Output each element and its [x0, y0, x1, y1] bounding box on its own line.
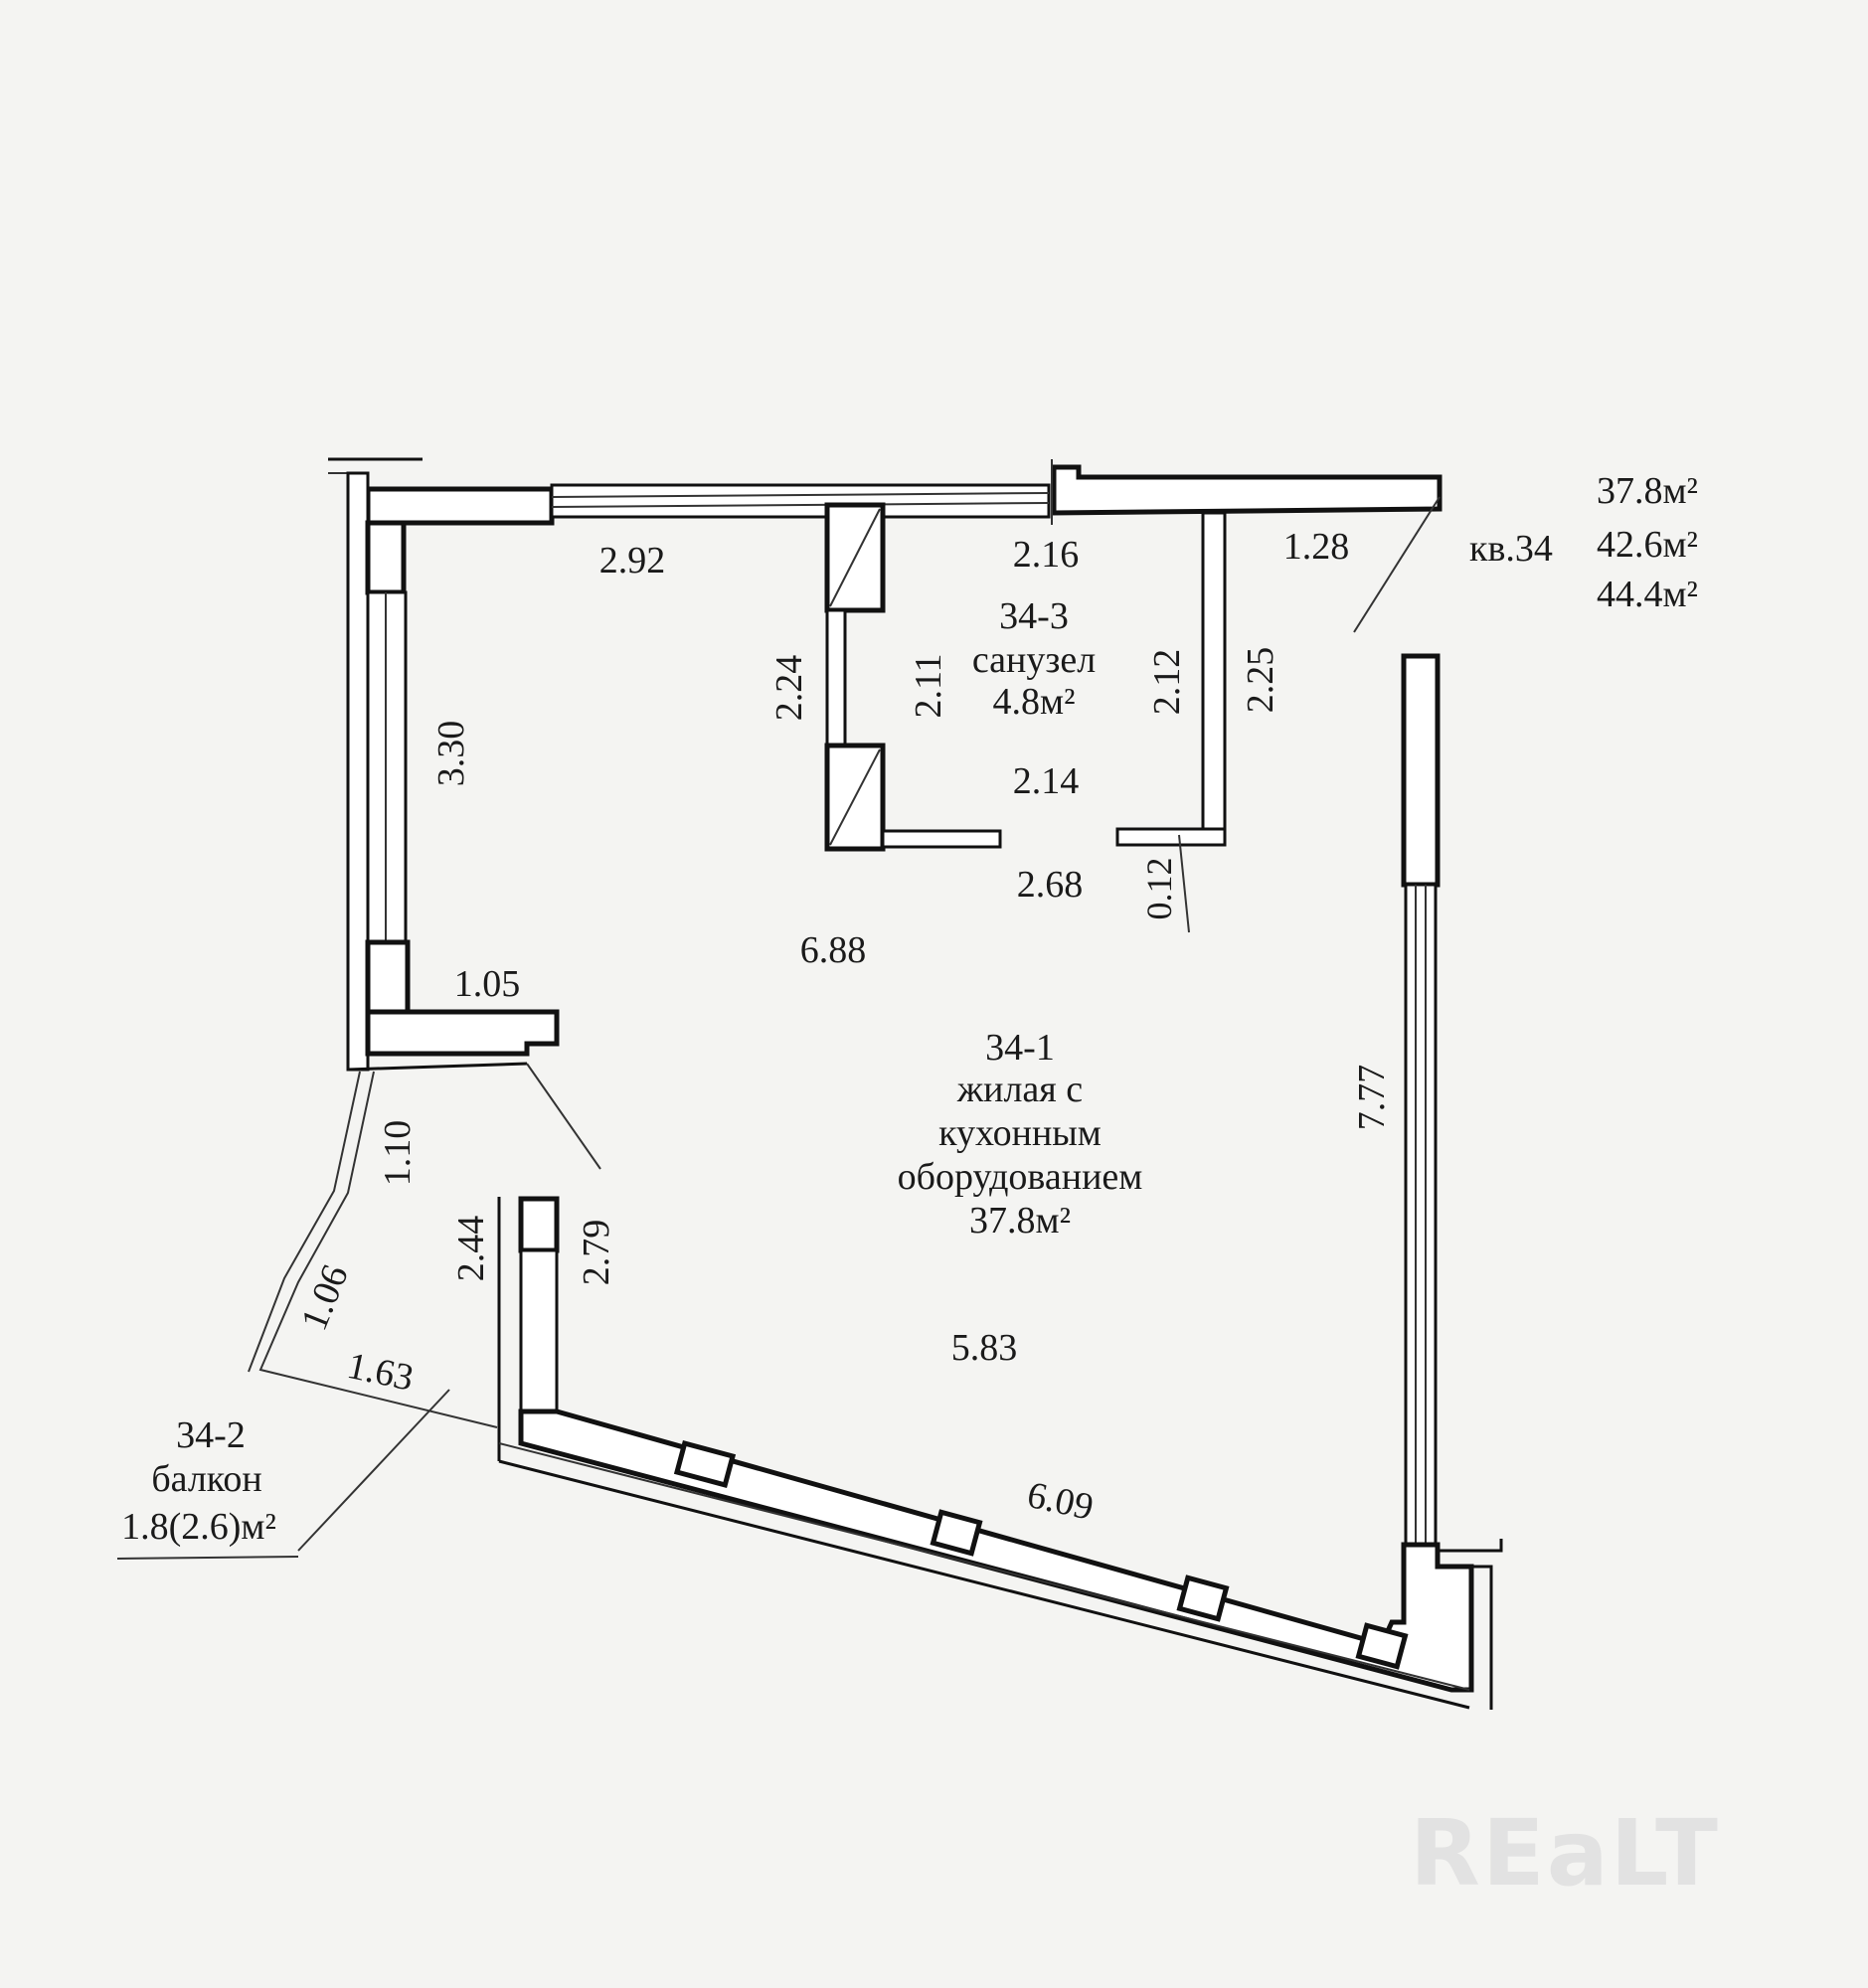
- apartment-area-1: 37.8м²: [1597, 470, 1698, 512]
- entry-leader: [526, 1063, 601, 1170]
- apartment-label: кв.34: [1469, 528, 1553, 570]
- bottom-wall-outer: [498, 1459, 1470, 1710]
- dim-6-09: 6.09: [1024, 1474, 1098, 1529]
- balcony-area: 1.8(2.6)м²: [121, 1506, 276, 1548]
- dim-1-10: 1.10: [377, 1120, 419, 1187]
- balcony-code: 34-2: [176, 1414, 246, 1456]
- dim-2-44: 2.44: [450, 1216, 492, 1282]
- living-area: 37.8м²: [969, 1200, 1071, 1242]
- bathroom-right-wall: [1201, 511, 1227, 843]
- dim-2-11: 2.11: [908, 653, 949, 718]
- dim-2-79: 2.79: [576, 1220, 617, 1286]
- left-wall-lower-block: [365, 939, 411, 1015]
- left-wall-outer: [346, 471, 370, 1072]
- bottom-wall-block-2: [930, 1509, 983, 1557]
- bottom-wall: [518, 1408, 1474, 1693]
- bathroom-name: санузел: [972, 639, 1096, 681]
- apartment-leader: [1353, 496, 1441, 633]
- bottom-wall-block-1: [673, 1439, 737, 1489]
- lower-left-wall-block: [518, 1196, 560, 1253]
- dim-2-12: 2.12: [1146, 649, 1188, 716]
- right-window: [1404, 883, 1438, 1547]
- dimensions: 2.92 2.16 1.28 3.30 2.24 2.11 2.12 2.25 …: [293, 526, 1393, 1529]
- dim-1-28: 1.28: [1283, 526, 1350, 568]
- living-code: 34-1: [985, 1027, 1055, 1069]
- bottom-wall-inner: [498, 1442, 1470, 1691]
- bathroom-door-bottom-diag: [829, 748, 881, 846]
- apartment-info: кв.34 37.8м² 42.6м² 44.4м²: [1469, 470, 1698, 615]
- bathroom-bottom-wall-left: [881, 829, 1002, 849]
- balcony-label: 34-2 балкон 1.8(2.6)м²: [121, 1414, 276, 1548]
- dim-1-05: 1.05: [454, 963, 521, 1005]
- bottom-wall-block-4: [1355, 1622, 1409, 1670]
- leader-lines: [116, 496, 1441, 1560]
- dim-2-25: 2.25: [1240, 647, 1281, 714]
- dim-5-83: 5.83: [951, 1327, 1018, 1369]
- dim-6-88: 6.88: [800, 929, 867, 971]
- top-wall-left: [365, 486, 555, 526]
- balcony-outline-inner: [248, 1071, 361, 1373]
- apartment-area-3: 44.4м²: [1597, 574, 1698, 615]
- right-wall-top: [1401, 653, 1441, 888]
- dim-2-24: 2.24: [768, 655, 810, 722]
- bathroom-area: 4.8м²: [993, 681, 1076, 723]
- top-window: [550, 483, 1051, 519]
- bathroom-code: 34-3: [999, 595, 1069, 637]
- bathroom-left-wall: [825, 608, 847, 747]
- watermark-logo: REaLT: [1410, 1800, 1720, 1906]
- balcony-leader: [297, 1389, 450, 1552]
- bottom-right-corner: [1438, 1539, 1503, 1710]
- dim-3-30: 3.30: [430, 721, 472, 787]
- top-window-glass-1: [551, 492, 1050, 498]
- bathroom-bottom-wall-right: [1115, 827, 1227, 847]
- living-name-line-1: жилая с: [956, 1069, 1083, 1110]
- dim-2-16: 2.16: [1013, 534, 1080, 576]
- living-name-line-3: оборудованием: [898, 1156, 1143, 1198]
- left-wall-top-block: [365, 520, 407, 595]
- thickness-marker: [1178, 834, 1190, 933]
- dim-1-63: 1.63: [344, 1345, 418, 1400]
- balcony-name: балкон: [151, 1458, 261, 1500]
- bathroom-door-top-diag: [829, 508, 881, 607]
- dim-0-12: 0.12: [1139, 858, 1179, 920]
- entry-wall-stub: [365, 1009, 560, 1057]
- balcony-outline: [258, 1071, 498, 1428]
- dim-2-68: 2.68: [1017, 864, 1084, 906]
- top-window-glass-2: [551, 502, 1050, 508]
- living-name-line-2: кухонным: [938, 1112, 1102, 1154]
- lower-left-wall: [519, 1248, 559, 1413]
- walls: [248, 457, 1503, 1710]
- dim-1-06: 1.06: [293, 1259, 357, 1336]
- left-wall-bottom-line: [347, 1062, 528, 1072]
- dim-7-77: 7.77: [1351, 1065, 1393, 1131]
- top-wall-right: [1051, 464, 1443, 516]
- dim-2-14: 2.14: [1013, 760, 1080, 802]
- dim-2-92: 2.92: [599, 540, 666, 581]
- bathroom-label: 34-3 санузел 4.8м²: [972, 595, 1096, 723]
- living-room-label: 34-1 жилая с кухонным оборудованием 37.8…: [898, 1027, 1143, 1242]
- balcony-leader-base: [116, 1556, 299, 1560]
- bottom-wall-block-3: [1176, 1574, 1230, 1622]
- apartment-area-2: 42.6м²: [1597, 524, 1698, 566]
